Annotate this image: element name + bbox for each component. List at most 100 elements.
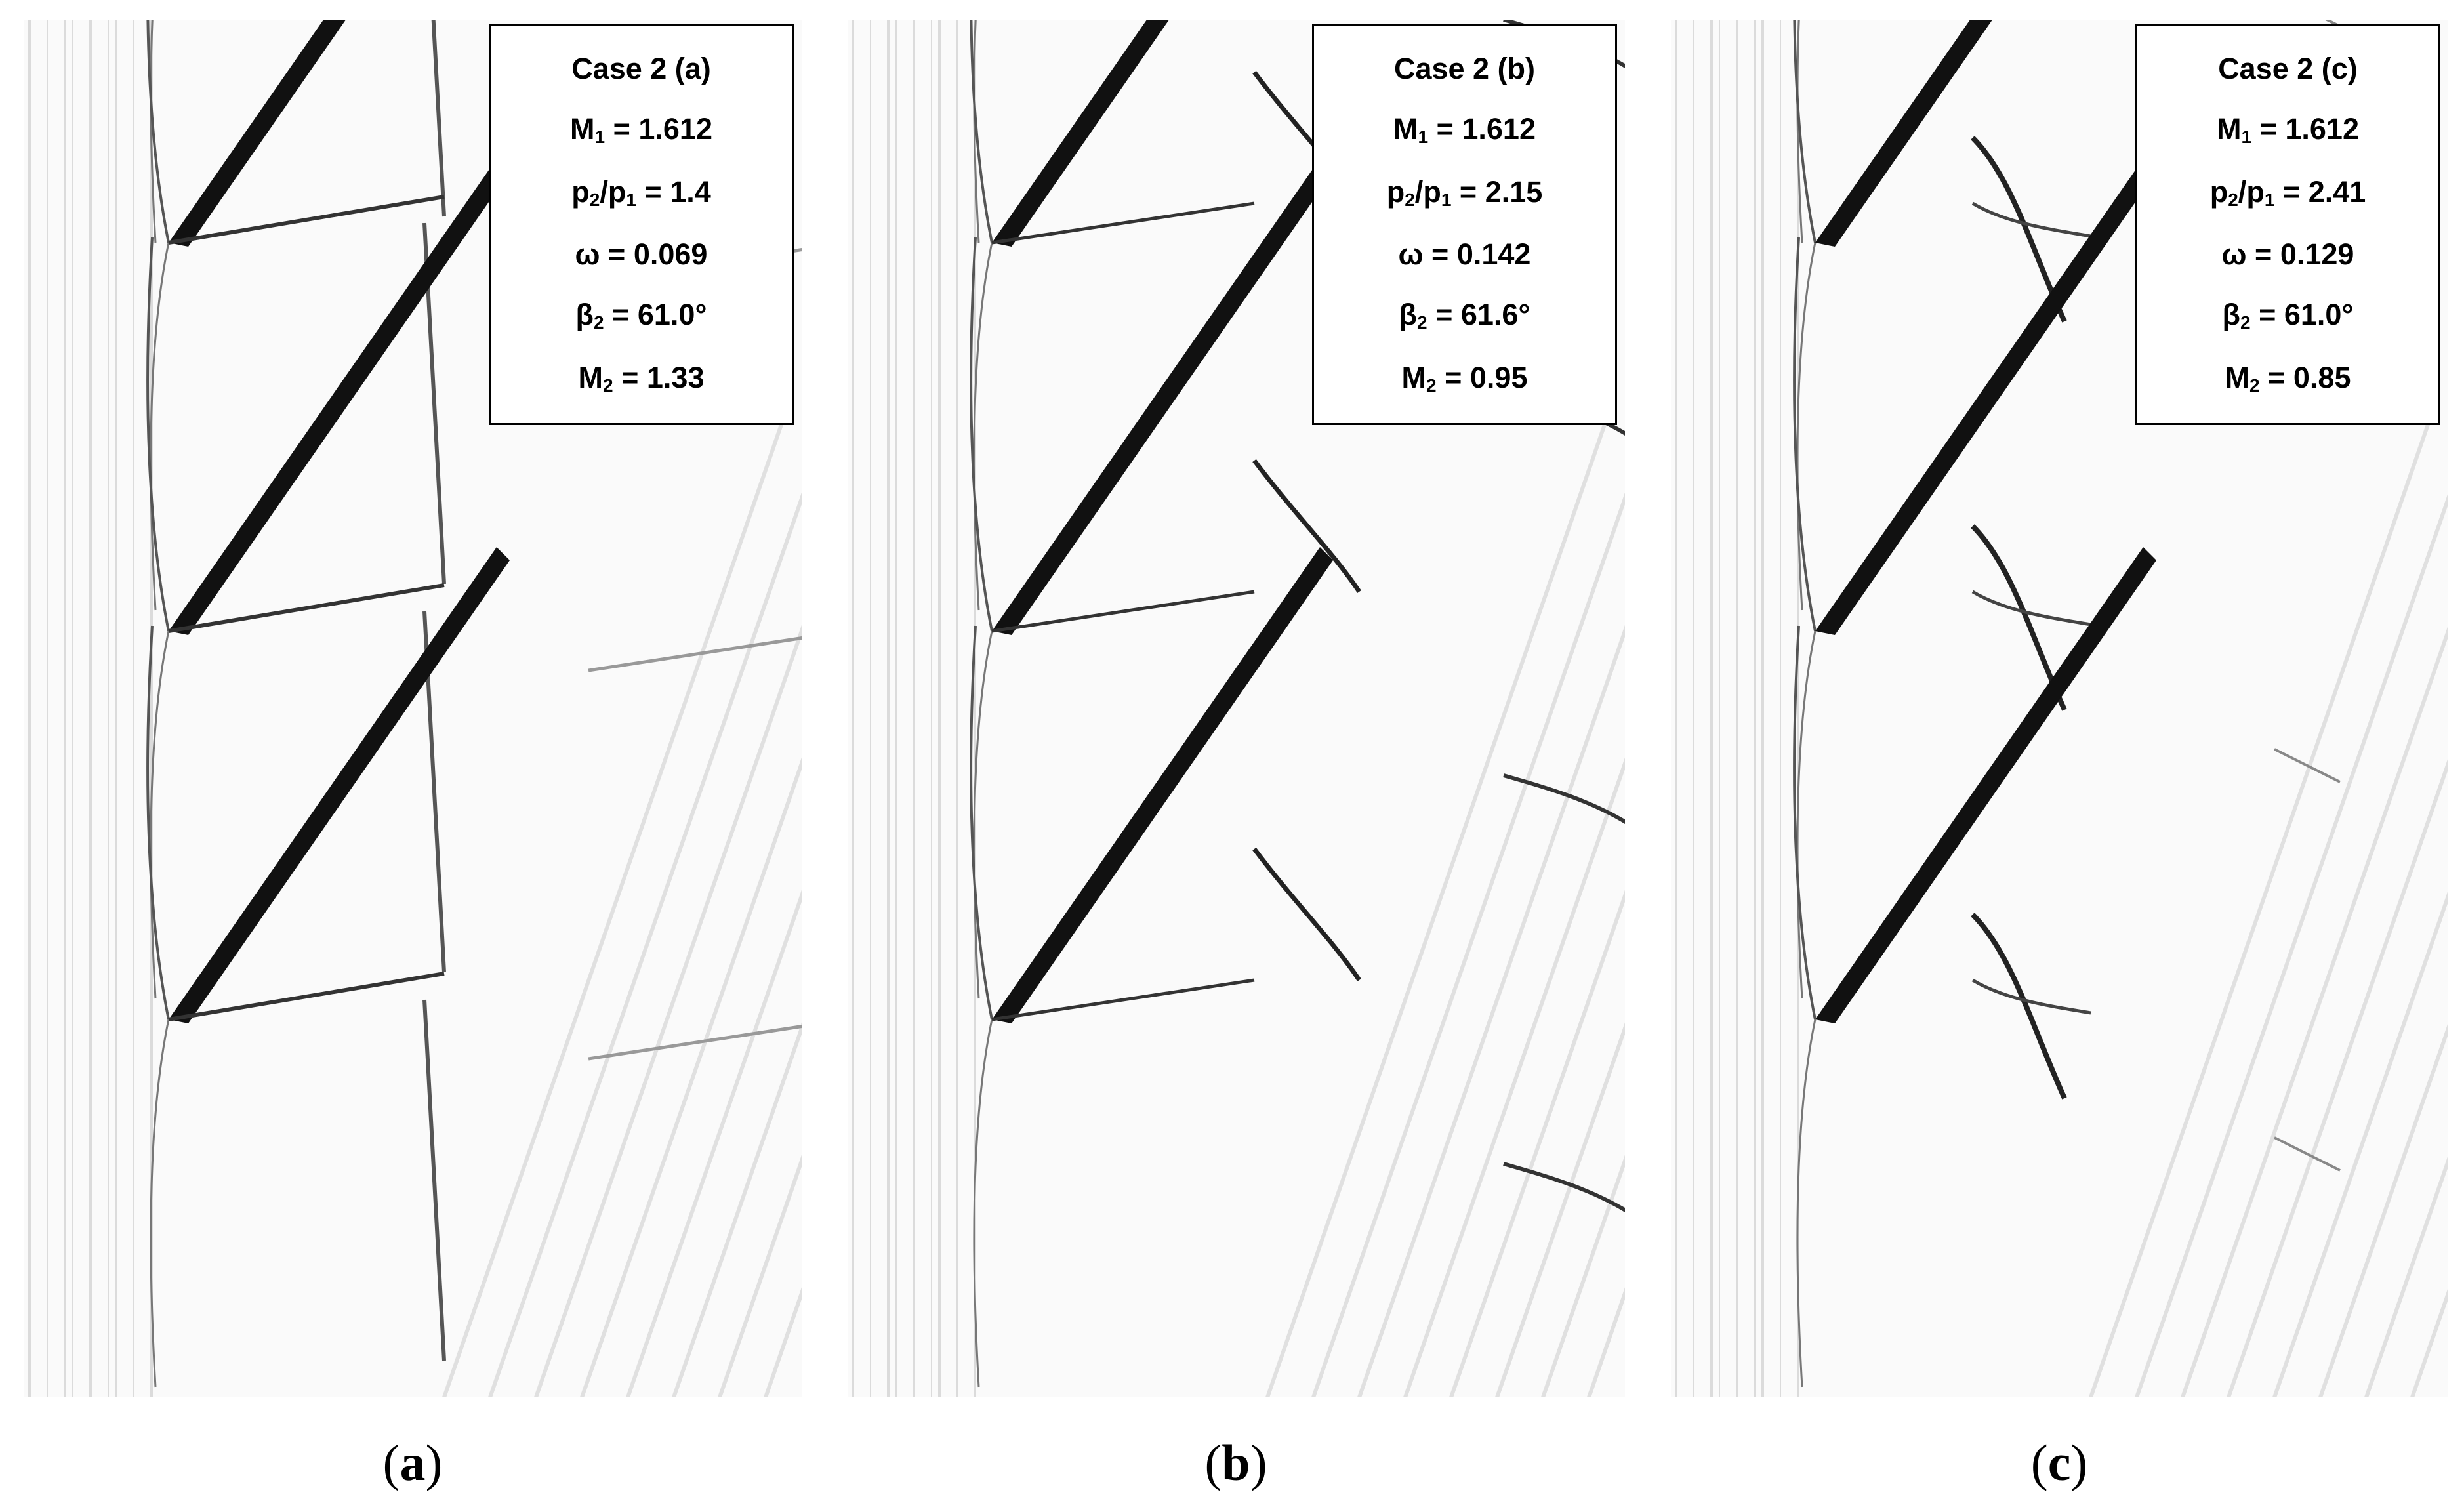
- passage-shock: [991, 201, 1255, 245]
- pressure-ratio-b: p2/p1 = 2.15: [1386, 175, 1543, 210]
- outlet-mach-c: M2 = 0.85: [2225, 360, 2351, 396]
- case-title-c: Case 2 (c): [2218, 52, 2358, 86]
- diagonal-streak: [1403, 757, 1625, 1397]
- bow-shock: [1793, 237, 1817, 632]
- lower-shock: [1796, 242, 1817, 611]
- schlieren-image-c: [1675, 20, 2448, 1397]
- diagonal-streak: [1265, 413, 1611, 1397]
- exit-shock: [1503, 773, 1625, 825]
- exit-wave: [588, 636, 802, 672]
- case-title-b: Case 2 (b): [1393, 52, 1536, 86]
- passage-shock: [991, 978, 1255, 1021]
- bow-shock: [970, 625, 993, 1020]
- outlet-angle-c: β2 = 61.0°: [2222, 297, 2354, 333]
- pressure-ratio-a: p2/p1 = 1.4: [571, 175, 711, 210]
- blade: [992, 20, 1170, 247]
- schlieren-panel-a: Case 2 (a) M1 = 1.612 p2/p1 = 1.4 ω = 0.…: [24, 20, 802, 1397]
- pressure-ratio-c: p2/p1 = 2.41: [2209, 175, 2366, 210]
- bow-shock: [146, 237, 170, 632]
- passage-shock: [991, 590, 1255, 633]
- diagonal-streak: [1449, 890, 1625, 1397]
- bow-shock: [970, 237, 993, 632]
- bow-shock: [146, 20, 170, 243]
- outlet-mach-b: M2 = 0.95: [1401, 360, 1528, 396]
- blade: [1815, 159, 2156, 635]
- lower-shock: [973, 630, 993, 999]
- bow-shock: [1793, 625, 1817, 1020]
- lower-shock: [1796, 20, 1803, 243]
- outlet-angle-b: β2 = 61.6°: [1399, 297, 1530, 333]
- exit-wave: [588, 1025, 802, 1061]
- normal-shock: [1971, 913, 2067, 1100]
- lower-shock: [150, 1019, 170, 1388]
- lambda-shock: [1252, 847, 1361, 981]
- diagonal-streak: [488, 492, 802, 1397]
- bow-shock: [1793, 20, 1817, 243]
- loss-coefficient-b: ω = 0.142: [1398, 237, 1531, 272]
- caption-a: (a): [382, 1434, 443, 1491]
- schlieren-panel-b: Case 2 (b) M1 = 1.612 p2/p1 = 2.15 ω = 0…: [848, 20, 1625, 1397]
- lambda-foot: [1971, 201, 2091, 238]
- diagonal-streak: [2272, 890, 2448, 1397]
- bow-shock: [146, 625, 170, 1020]
- caption-c: (c): [2030, 1434, 2088, 1491]
- lower-shock: [973, 242, 993, 611]
- diagonal-streak: [1495, 1022, 1625, 1397]
- lambda-shock: [1252, 459, 1361, 593]
- passage-shock: [168, 583, 445, 633]
- blade: [1815, 547, 2156, 1023]
- exit-wave: [2274, 748, 2341, 783]
- loss-coefficient-a: ω = 0.069: [575, 237, 708, 272]
- diagonal-streak: [626, 890, 802, 1397]
- lower-shock: [150, 20, 157, 243]
- diagonal-streak: [1541, 1155, 1625, 1397]
- reflected-shock: [422, 999, 446, 1361]
- case-info-box-c: Case 2 (c) M1 = 1.612 p2/p1 = 2.41 ω = 0…: [2135, 24, 2440, 425]
- diagonal-streak: [2181, 625, 2448, 1397]
- loss-coefficient-c: ω = 0.129: [2221, 237, 2354, 272]
- schlieren-image-b: [852, 20, 1625, 1397]
- exit-shock: [1503, 1162, 1625, 1213]
- lower-shock: [1796, 630, 1817, 999]
- diagonal-streak: [2135, 492, 2448, 1397]
- case-title-a: Case 2 (a): [571, 52, 711, 86]
- case-info-box-b: Case 2 (b) M1 = 1.612 p2/p1 = 2.15 ω = 0…: [1312, 24, 1617, 425]
- outlet-mach-a: M2 = 1.33: [578, 360, 705, 396]
- diagonal-streak: [1357, 625, 1625, 1397]
- lower-shock: [1796, 1019, 1817, 1388]
- inlet-mach-b: M1 = 1.612: [1393, 112, 1536, 147]
- lower-shock: [150, 242, 170, 611]
- exit-wave: [2324, 20, 2341, 28]
- blade: [169, 159, 510, 635]
- inlet-mach-a: M1 = 1.612: [570, 112, 712, 147]
- lower-shock: [150, 630, 170, 999]
- blade: [169, 20, 346, 247]
- schlieren-image-a: [28, 20, 802, 1397]
- blade: [169, 547, 510, 1023]
- blade: [1815, 20, 1993, 247]
- bow-shock: [970, 20, 993, 243]
- passage-shock: [168, 972, 445, 1021]
- blade: [992, 159, 1333, 635]
- outlet-angle-a: β2 = 61.0°: [575, 297, 707, 333]
- caption-b: (b): [1204, 1434, 1267, 1491]
- lambda-foot: [1971, 590, 2091, 627]
- inlet-mach-c: M1 = 1.612: [2217, 112, 2359, 147]
- diagonal-streak: [580, 757, 802, 1397]
- diagonal-streak: [2089, 413, 2434, 1397]
- case-info-box-a: Case 2 (a) M1 = 1.612 p2/p1 = 1.4 ω = 0.…: [489, 24, 794, 425]
- lambda-foot: [1971, 978, 2091, 1015]
- diagonal-streak: [1311, 492, 1625, 1397]
- passage-shock: [168, 195, 445, 245]
- reflected-shock: [431, 20, 446, 217]
- diagonal-streak: [442, 413, 787, 1397]
- exit-wave: [2274, 1136, 2341, 1172]
- diagonal-streak: [2227, 757, 2448, 1397]
- diagonal-streak: [2364, 1155, 2448, 1397]
- lower-shock: [973, 20, 980, 243]
- diagonal-streak: [718, 1155, 802, 1397]
- diagonal-streak: [2318, 1022, 2448, 1397]
- diagonal-streak: [672, 1022, 802, 1397]
- blade: [992, 547, 1333, 1023]
- diagonal-streak: [534, 625, 802, 1397]
